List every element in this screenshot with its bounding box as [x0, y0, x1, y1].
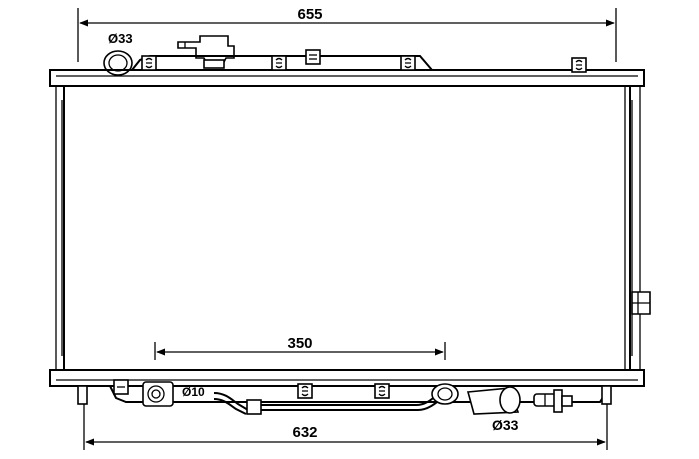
- top-tank: [49, 55, 645, 87]
- top-mounting-tab: [305, 49, 321, 65]
- dimension-bottom-width: 632: [83, 404, 608, 450]
- top-mounting-tab: [271, 55, 287, 71]
- bottom-mounting-tab: [374, 383, 390, 399]
- dimension-inner-span: 350: [154, 335, 446, 360]
- top-inlet-pipe: Ø33: [103, 31, 133, 76]
- bottom-outlet-pipe: Ø33: [466, 386, 521, 433]
- top-mounting-tab: [400, 55, 416, 71]
- radiator-cap: [177, 35, 235, 69]
- dimension-label-small-pipe: Ø10: [182, 385, 205, 399]
- bottom-mounting-tab: [113, 379, 129, 395]
- top-mounting-tab: [571, 57, 587, 73]
- radiator-core: [55, 85, 641, 371]
- dimension-label-bottom-diameter: Ø33: [492, 417, 519, 433]
- dimension-label-655: 655: [297, 6, 322, 23]
- mounting-pin: [601, 385, 612, 405]
- top-mounting-tab: [141, 55, 157, 71]
- temperature-sensor: [533, 389, 573, 413]
- dimension-label-350: 350: [287, 335, 312, 352]
- bottom-mounting-tab: [297, 383, 313, 399]
- dimension-label-632: 632: [292, 424, 317, 441]
- dimension-label-top-diameter: Ø33: [108, 31, 133, 46]
- dimension-overall-width: 655: [77, 6, 617, 62]
- drain-plug: [142, 381, 174, 407]
- mounting-pin: [77, 385, 88, 405]
- small-pipe: Ø10: [182, 383, 459, 415]
- side-bracket: [631, 291, 651, 315]
